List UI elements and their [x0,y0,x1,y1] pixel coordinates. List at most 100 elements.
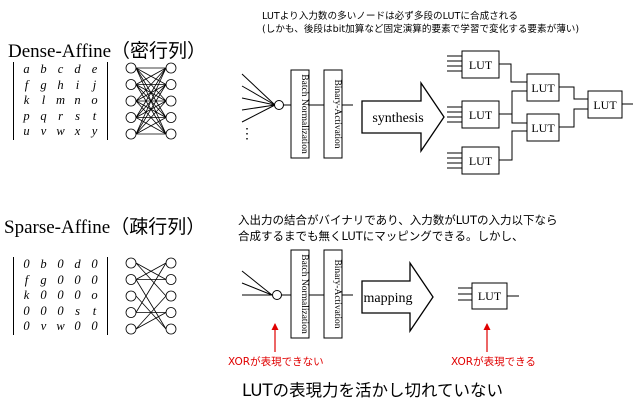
top-note-line-1: LUTより入力数の多いノードは必ず多段のLUTに合成される [262,11,518,22]
sparse-bn-label: Batch Normalization [299,254,309,334]
network-edge [135,279,167,330]
matrix-cell: 0 [40,288,47,302]
matrix-cell: h [57,77,64,92]
output-node [165,290,177,302]
lut-box-1: LUT [461,50,500,79]
mapped-lut [458,287,519,301]
matrix-cell: w [56,124,65,138]
matrix-cell: v [40,124,47,138]
matrix-cell: o [91,93,98,107]
input-node [125,307,137,318]
network-edge [135,262,167,297]
matrix-cell: 0 [23,319,30,333]
dense-bn-label: Batch Normalization [299,74,309,154]
matrix-cell: 0 [40,303,47,318]
output-node [165,112,177,123]
network-edge [135,67,167,135]
output-node [165,257,177,269]
mapped-lut-label: LUT [478,289,502,303]
matrix-cell: g [40,77,47,92]
lut-box-3-label: LUT [469,154,493,168]
matrix-cell: i [75,77,80,92]
matrix-cell: s [75,108,80,123]
matrix-cell: t [92,303,97,318]
matrix-cell: e [91,62,98,76]
lut-tree [447,55,633,169]
dense-affine-title: Dense-Affine（密行列） [8,41,207,62]
matrix-cell: 0 [57,303,64,318]
sparse-bn-block: Batch Normalization [290,249,310,339]
input-node [125,112,137,123]
lut-box-3: LUT [461,146,500,175]
sparse-act-block: Binary-Activation [323,249,343,339]
top-note: LUTより入力数の多いノードは必ず多段のLUTに合成される (しかも、後段はbi… [262,11,579,36]
output-node [165,62,177,74]
matrix-cell: 0 [23,257,30,271]
matrix-cell: o [91,288,98,302]
middle-note-line-1: 入出力の結合がバイナリであり、入力数がLUTの入力以下なら [238,213,558,227]
matrix-cell: p [23,108,30,123]
conclusion-text: LUTの表現力を活かし切れていない [242,381,504,400]
matrix-cell: 0 [74,272,81,287]
matrix-cell: 0 [23,303,30,318]
matrix-cell: k [23,93,30,107]
matrix-cell: 0 [91,319,98,333]
sparse-affine-title: Sparse-Affine（疎行列） [4,217,206,238]
matrix-cell: t [92,108,97,123]
matrix-cell: a [23,62,30,76]
matrix-cell: 0 [74,288,81,302]
network-edge [135,262,167,313]
matrix-cell: k [23,288,30,302]
lut-box-6-label: LUT [593,98,617,112]
network-edge [135,262,167,280]
input-node [125,128,137,140]
dense-network-graph [125,62,177,140]
output-node [165,323,177,335]
matrix-cell: 0 [57,272,64,287]
network-edge [135,67,167,118]
lut-box-5: LUT [526,113,560,142]
input-node [125,79,137,90]
synthesis-arrow: synthesis [361,80,445,154]
middle-note-line-2: 合成するまでも無くLUTにマッピングできる。しかし、 [238,229,524,243]
output-node [165,128,177,140]
top-note-line-2: (しかも、後段はbit加算など固定演算的要素で学習で変化する要素が薄い) [262,23,580,35]
synthesis-label: synthesis [372,111,423,126]
matrix-cell: d [74,257,81,271]
input-node [125,257,137,269]
network-edge [135,117,167,135]
matrix-cell: 0 [57,288,64,302]
matrix-cell: q [40,108,47,123]
matrix-cell: v [40,319,47,333]
matrix-cell: n [74,93,81,107]
mapping-label: mapping [364,291,413,306]
matrix-cell: j [92,77,97,92]
input-node [125,62,137,74]
xor-representable-label: XORが表現できる [451,356,536,368]
middle-note: 入出力の結合がバイナリであり、入力数がLUTの入力以下なら 合成するまでも無くL… [238,212,557,244]
network-edge [135,67,167,102]
input-node [125,274,137,285]
input-node [125,95,137,107]
matrix-cell: 0 [91,272,98,287]
matrix-cell: 0 [91,257,98,271]
lut-box-4: LUT [526,73,560,102]
network-edge [135,84,167,135]
mapping-arrow: mapping [361,260,434,334]
input-node [125,290,137,302]
lut-box-5-label: LUT [531,121,555,135]
matrix-cell: b [40,62,47,76]
lut-box-1-label: LUT [469,58,493,72]
output-node [165,95,177,107]
matrix-cell: b [40,257,47,271]
matrix-cell: s [75,303,80,318]
output-node [165,307,177,318]
matrix-cell: x [74,124,81,138]
mapped-lut-box: LUT [471,282,508,310]
input-node [125,323,137,335]
matrix-cell: f [24,272,29,287]
lut-box-6: LUT [587,90,623,119]
matrix-cell: c [57,62,64,76]
network-edge [135,100,167,135]
